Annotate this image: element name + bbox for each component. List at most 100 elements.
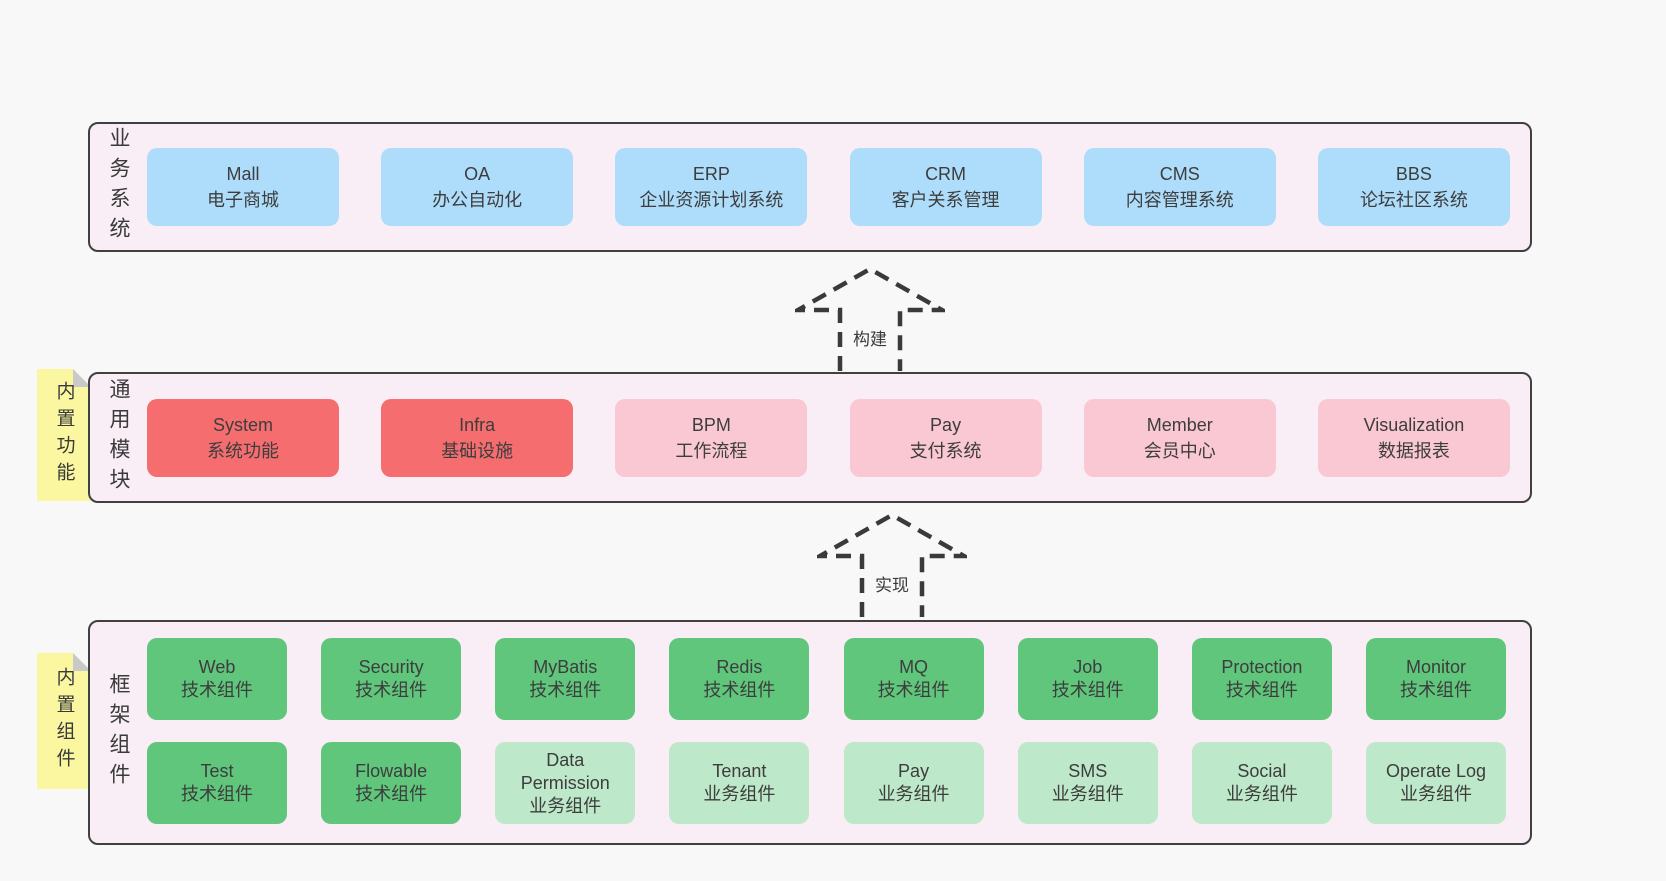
section-label-modules: 通用模块 [107, 377, 130, 498]
card-title: Pay [930, 414, 962, 435]
card-subtitle: 技术组件 [355, 680, 428, 700]
card-subtitle: 技术组件 [1399, 680, 1472, 700]
card-title: SMS [1068, 761, 1108, 781]
card-mall: Mall 电子商城 [147, 148, 339, 226]
card-visualization: Visualization 数据报表 [1317, 398, 1510, 477]
card-title: Flowable [355, 761, 428, 781]
card-subtitle: 办公自动化 [432, 190, 523, 210]
card-title: Redis [716, 657, 763, 677]
card-title: CMS [1159, 164, 1200, 184]
section-business-systems: 业务系统 Mall 电子商城 OA 办公自动化 ERP 企业资源计划系统 CRM… [88, 122, 1532, 252]
card-sms: SMS 业务组件 [1017, 742, 1158, 824]
card-tenant: Tenant 业务组件 [669, 742, 810, 824]
card-title: OA [464, 164, 491, 184]
card-title: MQ [899, 657, 929, 677]
section-common-modules: 通用模块 System 系统功能 Infra 基础设施 BPM 工作流程 Pay… [88, 372, 1532, 503]
card-subtitle: 电子商城 [207, 190, 279, 210]
card-title: Social [1237, 761, 1287, 781]
card-title: CRM [925, 164, 967, 184]
sticky-paper [37, 653, 91, 789]
card-subtitle: 业务组件 [529, 795, 602, 816]
card-redis: Redis 技术组件 [669, 638, 810, 720]
card-job: Job 技术组件 [1017, 638, 1158, 720]
card-monitor: Monitor 技术组件 [1365, 638, 1506, 720]
modules-card-row: System 系统功能 Infra 基础设施 BPM 工作流程 Pay 支付系统… [147, 374, 1510, 501]
card-subtitle: 客户关系管理 [891, 190, 1000, 210]
business-card-row: Mall 电子商城 OA 办公自动化 ERP 企业资源计划系统 CRM 客户关系… [147, 124, 1510, 250]
card-title: Visualization [1363, 414, 1465, 435]
components-grid: Web 技术组件 Security 技术组件 MyBatis 技术组件 Redi… [147, 638, 1506, 824]
card-system: System 系统功能 [147, 398, 339, 477]
card-title: Test [200, 761, 234, 781]
section-label-components: 框架组件 [107, 672, 130, 793]
card-social: Social 业务组件 [1191, 742, 1332, 824]
card-test: Test 技术组件 [147, 742, 287, 824]
card-operate-log: Operate Log 业务组件 [1365, 742, 1506, 824]
card-subtitle: 技术组件 [1225, 680, 1298, 700]
card-title: ERP [692, 164, 730, 184]
card-title: BBS [1395, 164, 1432, 184]
card-oa: OA 办公自动化 [381, 148, 574, 226]
card-subtitle: 数据报表 [1377, 440, 1450, 461]
card-title: Pay [898, 761, 930, 781]
card-erp: ERP 企业资源计划系统 [615, 148, 808, 226]
arrow-build-label: 构建 [848, 324, 892, 351]
card-bpm: BPM 工作流程 [615, 398, 808, 477]
sticky-note-label: 内置功能 [53, 381, 75, 489]
card-title: BPM [691, 414, 731, 435]
sticky-note-label: 内置组件 [53, 667, 75, 775]
card-subtitle: 系统功能 [207, 440, 279, 461]
section-label-business: 业务系统 [107, 127, 130, 247]
sticky-paper [37, 369, 91, 501]
card-mq: MQ 技术组件 [843, 638, 984, 720]
card-title: System [212, 414, 273, 435]
dashed-up-arrow-icon [817, 512, 967, 617]
card-title: Protection [1221, 657, 1303, 677]
card-subtitle: 技术组件 [1051, 680, 1124, 700]
dashed-up-arrow-icon [795, 266, 945, 371]
card-subtitle: 业务组件 [703, 784, 776, 804]
card-member: Member 会员中心 [1083, 398, 1276, 477]
components-row-2: Test 技术组件 Flowable 技术组件 Data Permission … [147, 742, 1506, 824]
card-title: Data Permission [520, 749, 610, 793]
card-subtitle: 技术组件 [181, 680, 253, 700]
card-title: MyBatis [533, 657, 598, 677]
card-subtitle: 工作流程 [675, 440, 748, 461]
card-subtitle: 会员中心 [1143, 440, 1216, 461]
components-row-1: Web 技术组件 Security 技术组件 MyBatis 技术组件 Redi… [147, 638, 1506, 720]
card-subtitle: 技术组件 [181, 784, 253, 804]
card-data-permission: Data Permission 业务组件 [495, 742, 636, 824]
card-subtitle: 技术组件 [355, 784, 428, 804]
card-crm: CRM 客户关系管理 [849, 148, 1042, 226]
card-title: Tenant [712, 761, 767, 781]
card-subtitle: 技术组件 [877, 680, 950, 700]
card-infra: Infra 基础设施 [381, 398, 574, 477]
card-subtitle: 论坛社区系统 [1359, 190, 1468, 210]
card-subtitle: 技术组件 [703, 680, 776, 700]
card-title: Member [1146, 414, 1213, 435]
card-title: Operate Log [1385, 761, 1487, 781]
card-bbs: BBS 论坛社区系统 [1317, 148, 1510, 226]
card-title: Mall [226, 164, 260, 184]
sticky-note-built-in-components: 内置组件 [37, 653, 91, 789]
card-title: Security [358, 657, 424, 677]
card-web: Web 技术组件 [147, 638, 287, 720]
card-cms: CMS 内容管理系统 [1083, 148, 1276, 226]
arrow-build: 构建 [795, 266, 945, 371]
arrow-implement: 实现 [817, 512, 967, 617]
card-protection: Protection 技术组件 [1191, 638, 1332, 720]
card-subtitle: 企业资源计划系统 [639, 190, 784, 210]
card-title: Monitor [1405, 657, 1466, 677]
card-security: Security 技术组件 [321, 638, 462, 720]
card-title: Infra [459, 414, 496, 435]
card-title: Job [1073, 657, 1103, 677]
card-subtitle: 业务组件 [1399, 784, 1472, 804]
card-subtitle: 技术组件 [529, 680, 602, 700]
section-framework-components: 框架组件 Web 技术组件 Security 技术组件 MyBatis 技术组件… [88, 620, 1532, 845]
card-pay-component: Pay 业务组件 [843, 742, 984, 824]
sticky-note-built-in-features: 内置功能 [37, 369, 91, 501]
card-subtitle: 业务组件 [1225, 784, 1298, 804]
card-subtitle: 支付系统 [909, 440, 982, 461]
card-title: Web [198, 657, 236, 677]
